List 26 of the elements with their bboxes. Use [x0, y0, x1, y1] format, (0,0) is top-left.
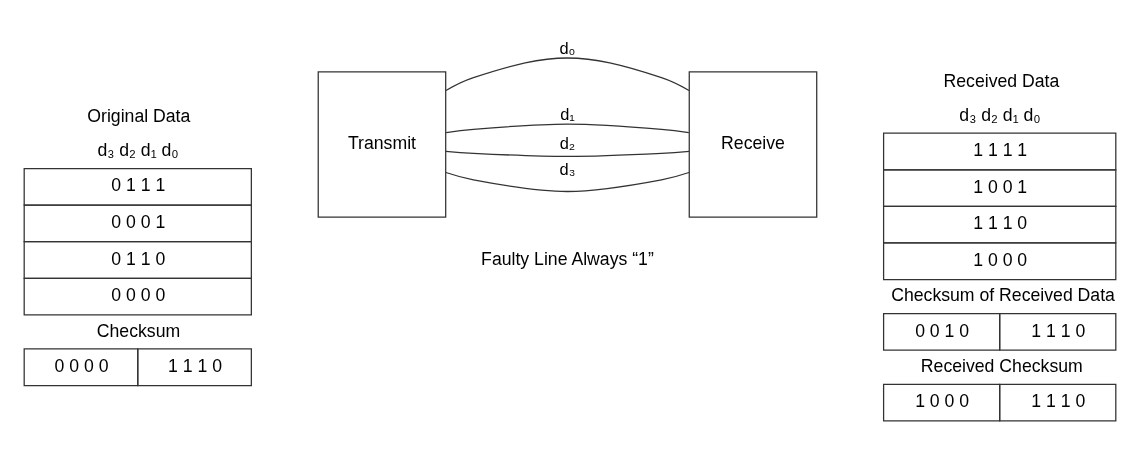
label: 0 0 1 0 [915, 320, 970, 341]
edge-label: d₃ [559, 159, 576, 178]
label: Checksum of Received Data [891, 284, 1115, 305]
label: 1 0 0 0 [915, 390, 970, 411]
label: 1 1 1 0 [1031, 390, 1086, 411]
label: 1 1 1 0 [1031, 320, 1086, 341]
label: Faulty Line Always “1” [481, 248, 654, 269]
label: 0 1 1 0 [111, 248, 166, 269]
label: 1 1 1 0 [168, 355, 223, 376]
edge-label: d₁ [560, 104, 575, 123]
label: 1 1 1 1 [973, 139, 1028, 160]
label: 1 0 0 0 [973, 249, 1028, 270]
edge-label: d₂ [559, 133, 576, 152]
label: d₃ d₂ d₁ d₀ [97, 139, 179, 160]
label: 1 0 0 1 [973, 176, 1028, 197]
label: Received Checksum [920, 355, 1083, 376]
label: Received Data [943, 70, 1060, 91]
label: d₃ d₂ d₁ d₀ [959, 104, 1041, 125]
label: 0 0 0 0 [111, 284, 166, 305]
label: 0 1 1 1 [111, 174, 166, 195]
label: Original Data [87, 105, 191, 126]
label: Checksum [96, 320, 181, 341]
label: 0 0 0 0 [54, 355, 109, 376]
edge-label: d₀ [559, 38, 576, 57]
label: 1 1 1 0 [973, 212, 1028, 233]
label: 0 0 0 1 [111, 211, 166, 232]
